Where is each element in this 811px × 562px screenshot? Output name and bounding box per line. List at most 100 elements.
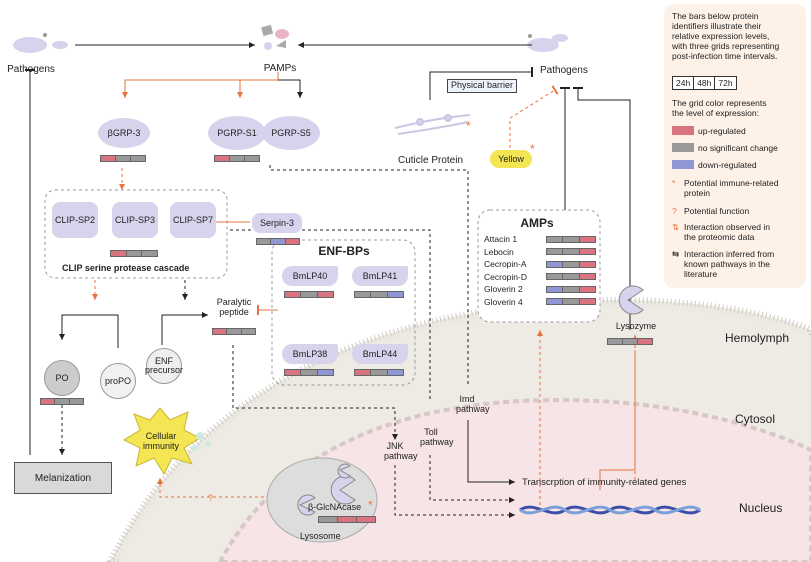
bmlp41-bar (354, 291, 404, 298)
legend-down: down-regulated (672, 160, 757, 170)
legend-intro-line: relative expression levels, (672, 31, 770, 41)
legend-none: no significant change (672, 143, 778, 153)
bar-cell-none (623, 339, 638, 344)
bar-cell-up (285, 239, 299, 244)
legend-star-text: Potential immune-related protein (684, 178, 779, 198)
legend-question: ? Potential function (672, 206, 749, 216)
amp-row: Gloverin 2 (484, 283, 596, 296)
legend-inferred-line: Interaction inferred from (684, 249, 775, 259)
none-swatch (672, 143, 694, 152)
lysosome-body (266, 457, 378, 543)
lysozyme-bar (607, 338, 653, 345)
bar-cell-up (285, 370, 302, 375)
legend-intro: The bars below protein identifiers illus… (672, 11, 779, 61)
legend-observed-text: Interaction observed in the proteomic da… (684, 222, 770, 242)
amp-row: Attacin 1 (484, 233, 596, 246)
bmlp40-bar (284, 291, 334, 298)
bar-cell-none (230, 156, 245, 161)
question-icon: ? (672, 206, 677, 216)
amp-name: Gloverin 4 (484, 296, 523, 307)
serpin3-bar (256, 238, 300, 245)
bar-cell-none (371, 370, 388, 375)
pathogens-left-label: Pathogens (7, 64, 55, 75)
clip-cascade-label: CLIP serine protease cascade (62, 263, 190, 273)
pacman-icon (297, 463, 356, 516)
physical-barrier-box: Physical barrier (447, 79, 518, 93)
bar-cell-up (638, 339, 652, 344)
bgrp3-bar (100, 155, 146, 162)
amp-row: Lebocin (484, 246, 596, 259)
bar-cell-up (579, 236, 595, 242)
bar-cell-none (608, 339, 623, 344)
bar-cell-none (116, 156, 131, 161)
star-icon: * (672, 178, 676, 188)
bmlp44-bar (354, 369, 404, 376)
legend-down-label: down-regulated (698, 160, 757, 170)
legend-up: up-regulated (672, 126, 746, 136)
legend-question-label: Potential function (684, 206, 750, 216)
cuticle-protein-label: Cuticle Protein (398, 155, 464, 166)
jnk-pathway-label: JNK pathway (384, 441, 418, 461)
paralytic-bar (212, 328, 256, 335)
amp-name: Attacin 1 (484, 234, 518, 245)
inferred-arrow-icon: ⇆ (672, 249, 680, 259)
glcnacase-bar (318, 516, 376, 523)
bar-cell-up (111, 251, 127, 256)
clip-sp2-node: CLIP-SP2 (52, 202, 98, 238)
po-bar (40, 398, 84, 405)
amp-row: Cecropin-D (484, 271, 596, 284)
legend-intro-line: identifiers illustrate their (672, 21, 762, 31)
melanization-box: Melanization (14, 462, 112, 494)
legend-none-label: no significant change (698, 143, 778, 153)
legend-up-label: up-regulated (698, 126, 746, 136)
bar-cell-down (271, 239, 286, 244)
bar-cell-up (579, 249, 595, 255)
yellow-star-icon: * (530, 142, 535, 156)
bmlp38-node: BmLP38 (282, 344, 338, 364)
legend-star: * Potential immune-related protein (672, 178, 779, 198)
amps-title: AMPs (520, 216, 554, 230)
bar-cell-none (547, 236, 564, 242)
down-swatch (672, 160, 694, 169)
lysozyme-icon (618, 285, 644, 315)
bar-cell-none (371, 292, 388, 297)
bmlp38-bar (284, 369, 334, 376)
legend-observed-line: the proteomic data (684, 232, 755, 242)
legend-grid-intro: The grid color represents the level of e… (672, 98, 767, 118)
legend-time-grid: 24h 48h 72h (672, 76, 737, 90)
amp-bar (546, 260, 596, 268)
bar-cell-none (563, 236, 580, 242)
legend-grid-intro-line: The grid color represents (672, 98, 767, 108)
enf-precursor-node: ENF precursor (145, 348, 183, 384)
bar-cell-none (55, 399, 70, 404)
bar-cell-up (338, 517, 357, 522)
bar-cell-up (355, 370, 372, 375)
bar-cell-none (547, 274, 564, 280)
legend-inferred-text: Interaction inferred from known pathways… (684, 249, 774, 279)
bar-cell-none (257, 239, 272, 244)
amp-name: Gloverin 2 (484, 284, 523, 295)
amp-bar (546, 285, 596, 293)
bar-cell-none (563, 274, 580, 280)
legend-inferred: ⇆ Interaction inferred from known pathwa… (672, 249, 774, 279)
pathogens-right-label: Pathogens (540, 65, 588, 76)
bmlp41-node: BmLP41 (352, 266, 408, 286)
legend-intro-line: post-infection time intervals. (672, 51, 778, 61)
bar-cell-none (131, 156, 145, 161)
bar-cell-up (101, 156, 116, 161)
pamps-label: PAMPs (263, 63, 297, 74)
bar-cell-none (355, 292, 372, 297)
bar-cell-up (215, 156, 230, 161)
legend-intro-line: The bars below protein (672, 11, 759, 21)
legend-intro-line: with three grids representing (672, 41, 780, 51)
legend-inferred-line: literature (684, 269, 718, 279)
bar-cell-down (387, 370, 403, 375)
amp-row: Gloverin 4 (484, 296, 596, 309)
time-48h: 48h (694, 77, 716, 89)
bar-cell-none (142, 251, 158, 256)
bar-cell-down (387, 292, 403, 297)
bar-cell-down (317, 370, 333, 375)
bar-cell-none (563, 249, 580, 255)
